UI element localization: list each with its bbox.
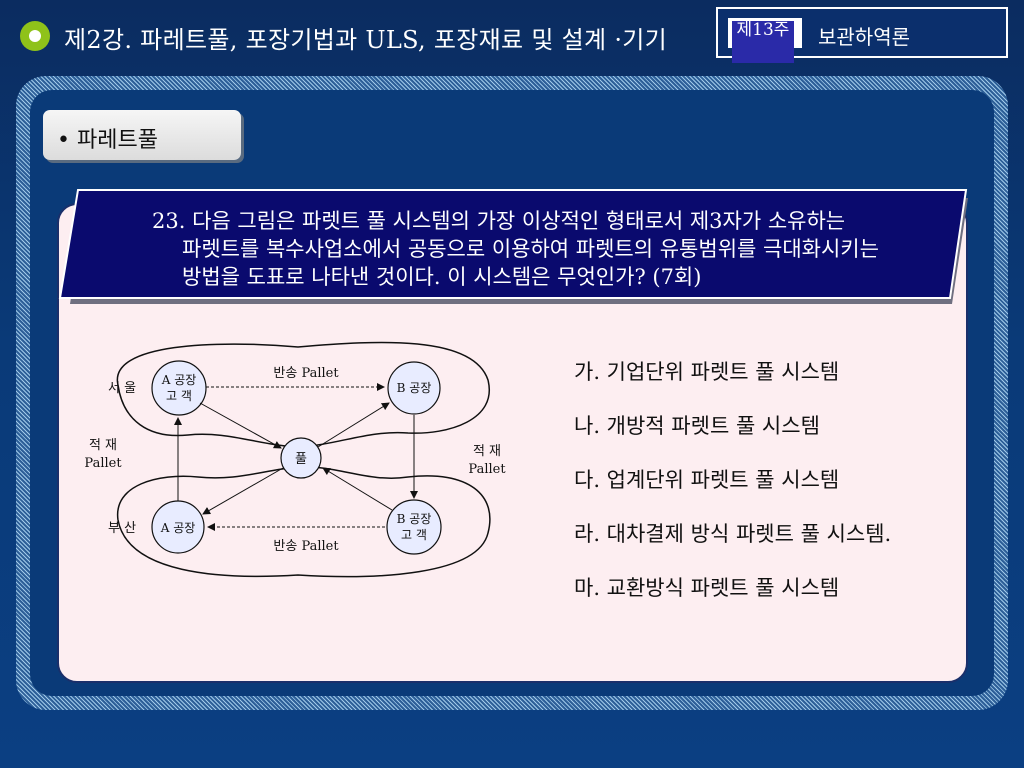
arrow-pool-to-a [202,467,284,515]
seoul-label: 서 울 [108,381,136,396]
return-pallet-bottom-label: 반송 Pallet [273,539,339,554]
answer-list: 가. 기업단위 파렛트 풀 시스템 나. 개방적 파렛트 풀 시스템 다. 업계… [574,356,891,626]
b-factory-label: B 공장 [397,381,432,395]
a-factory-customer-node [151,360,207,416]
a-factory-label: A 공장 [160,521,196,535]
section-tab: • 파레트풀 [43,110,241,160]
a-factory-customer-label-2: 고 객 [166,389,192,403]
question-banner-shape [58,189,968,304]
b-factory-node [387,361,441,415]
arrow-a-customer-to-pool [199,402,282,449]
arrow-pool-to-b [317,402,390,448]
question-line: 23. 다음 그림은 파렛트 풀 시스템의 가장 이상적인 형태로서 제3자가 … [152,209,846,233]
week-number-badge: 제13주 [726,16,804,63]
answer-option[interactable]: 마. 교환방식 파렛트 풀 시스템 [574,576,840,600]
question-banner: 23. 다음 그림은 파렛트 풀 시스템의 가장 이상적인 형태로서 제3자가 … [56,188,968,304]
answer-option[interactable]: 라. 대차결제 방식 파렛트 풀 시스템. [574,522,892,546]
green-circle-bullet-icon [20,21,50,51]
pool-label: 풀 [295,452,307,467]
question-line: 방법을 도표로 나타낸 것이다. 이 시스템은 무엇인가? (7회) [182,265,702,289]
week-box: 제13주 보관하역론 [716,7,1008,63]
b-factory-customer-label-2: 고 객 [401,528,427,542]
answer-option[interactable]: 다. 업계단위 파렛트 풀 시스템 [574,468,840,492]
loaded-pallet-left-label-1: 적 재 [89,438,117,453]
a-factory-customer-label-1: A 공장 [161,373,197,387]
question-line: 파렛트를 복수사업소에서 공동으로 이용하여 파렛트의 유통범위를 극대화시키는 [182,237,879,261]
section-tab-label: • 파레트풀 [57,128,158,153]
b-factory-customer-label-1: B 공장 [397,512,432,526]
loaded-pallet-left-label-2: Pallet [84,456,122,471]
loaded-pallet-right-label-2: Pallet [468,462,506,477]
course-title: 보관하역론 [818,25,910,49]
week-number-label: 제13주 [732,21,794,63]
arrow-b-customer-to-pool [322,467,393,511]
busan-region-outline [117,466,491,578]
b-factory-customer-node [386,499,442,555]
question-text: 23. 다음 그림은 파렛트 풀 시스템의 가장 이상적인 형태로서 제3자가 … [152,207,972,291]
busan-label: 부 산 [108,521,136,536]
answer-option[interactable]: 가. 기업단위 파렛트 풀 시스템 [574,360,840,384]
return-pallet-top-label: 반송 Pallet [273,366,339,381]
pool-node [280,437,322,479]
pallet-pool-diagram: 서 울 부 산 A 공장 고 객 B 공장 풀 A 공장 B 공장 고 객 반송… [84,341,506,578]
slide-title: 제2강. 파레트풀, 포장기법과 ULS, 포장재료 및 설계 ·기기 [64,26,668,54]
seoul-region-outline [116,341,491,448]
loaded-pallet-right-label-1: 적 재 [473,444,501,459]
answer-option[interactable]: 나. 개방적 파렛트 풀 시스템 [574,414,820,438]
header-bar: 제2강. 파레트풀, 포장기법과 ULS, 포장재료 및 설계 ·기기 제13주… [0,0,1024,72]
